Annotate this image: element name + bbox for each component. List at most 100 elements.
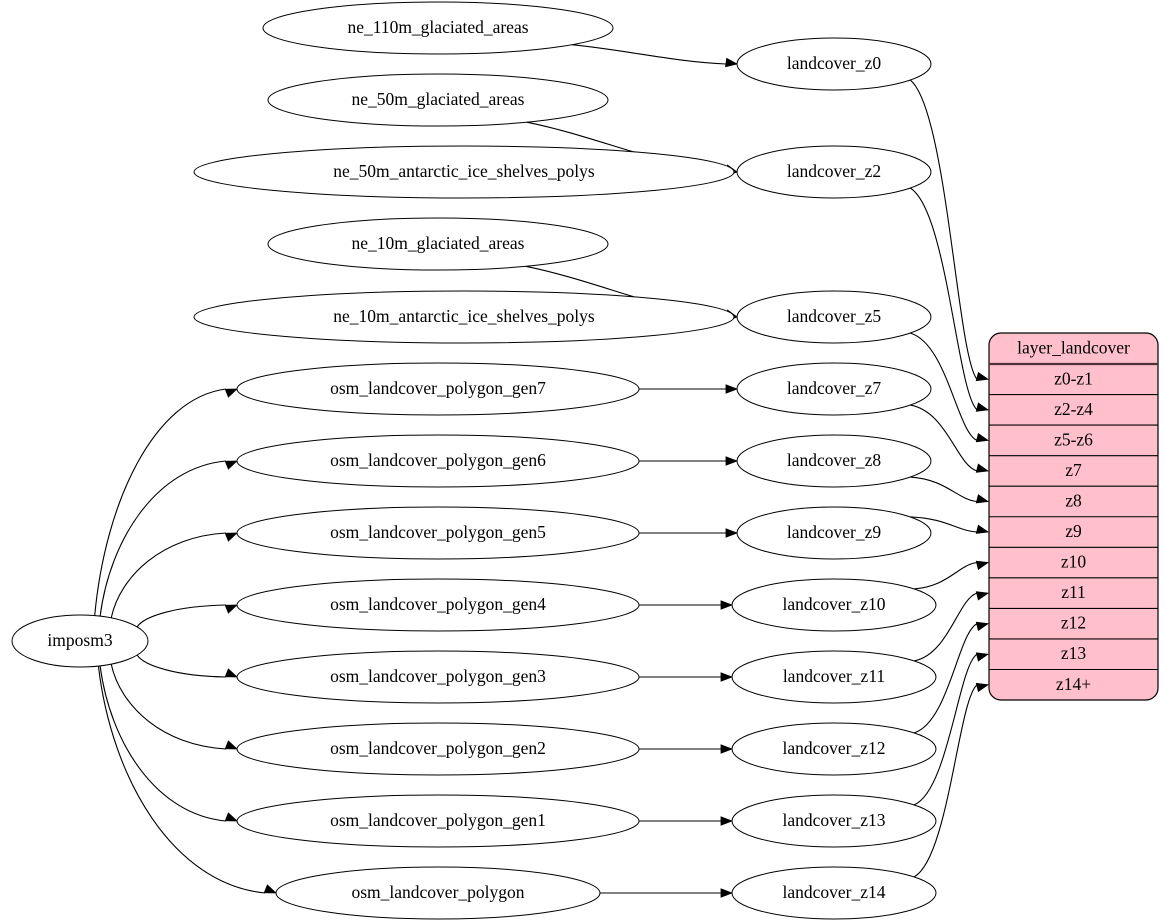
node-shape-landcover_z11 — [731, 650, 937, 704]
table-title: layer_landcover — [1017, 338, 1130, 358]
edge-arrowhead — [725, 528, 739, 538]
node-landcover_z14[interactable]: landcover_z14 — [731, 866, 937, 920]
node-osm_landcover_polygon_gen4[interactable]: osm_landcover_polygon_gen4 — [236, 578, 640, 632]
node-osm_landcover_polygon_gen7[interactable]: osm_landcover_polygon_gen7 — [236, 362, 640, 416]
node-shape-osm_landcover_polygon_gen4 — [236, 578, 640, 632]
node-label-landcover_z8: landcover_z8 — [787, 450, 882, 470]
node-osm_landcover_polygon_gen5[interactable]: osm_landcover_polygon_gen5 — [236, 506, 640, 560]
node-ne_50m_antarctic_ice_shelves_polys[interactable]: ne_50m_antarctic_ice_shelves_polys — [193, 145, 735, 199]
node-label-osm_landcover_polygon_gen3: osm_landcover_polygon_gen3 — [330, 666, 546, 686]
node-label-landcover_z10: landcover_z10 — [782, 594, 885, 614]
node-shape-ne_110m_glaciated_areas — [262, 1, 614, 55]
edge-imposm3-to-osm_landcover_polygon_gen6 — [99, 460, 227, 617]
table-row-label-row-z11[interactable]: z11 — [1061, 582, 1086, 602]
node-shape-osm_landcover_polygon_gen5 — [236, 506, 640, 560]
node-shape-imposm3 — [11, 614, 149, 668]
node-shape-landcover_z8 — [736, 434, 932, 488]
node-label-ne_50m_antarctic_ice_shelves_polys: ne_50m_antarctic_ice_shelves_polys — [333, 161, 595, 181]
edge-arrowhead — [224, 740, 239, 750]
node-label-ne_110m_glaciated_areas: ne_110m_glaciated_areas — [347, 17, 528, 37]
node-imposm3[interactable]: imposm3 — [11, 614, 149, 668]
node-label-imposm3: imposm3 — [47, 630, 112, 650]
edge-arrowhead — [720, 744, 734, 754]
node-shape-ne_50m_glaciated_areas — [267, 73, 609, 127]
table-row-label-row-z14plus[interactable]: z14+ — [1056, 674, 1091, 694]
edge-arrowhead — [725, 456, 739, 466]
edge-landcover_z0-to-row-z0-z1 — [909, 79, 978, 380]
node-shape-osm_landcover_polygon_gen6 — [236, 434, 640, 488]
node-landcover_z7[interactable]: landcover_z7 — [736, 362, 932, 416]
node-label-osm_landcover_polygon_gen5: osm_landcover_polygon_gen5 — [330, 522, 546, 542]
node-shape-landcover_z12 — [731, 722, 937, 776]
node-landcover_z2[interactable]: landcover_z2 — [736, 145, 932, 199]
node-landcover_z12[interactable]: landcover_z12 — [731, 722, 937, 776]
node-landcover_z9[interactable]: landcover_z9 — [736, 506, 932, 560]
node-shape-ne_50m_antarctic_ice_shelves_polys — [193, 145, 735, 199]
node-ne_10m_antarctic_ice_shelves_polys[interactable]: ne_10m_antarctic_ice_shelves_polys — [193, 290, 735, 344]
node-shape-ne_10m_antarctic_ice_shelves_polys — [193, 290, 735, 344]
node-label-osm_landcover_polygon: osm_landcover_polygon — [351, 882, 524, 902]
node-label-osm_landcover_polygon_gen1: osm_landcover_polygon_gen1 — [330, 810, 546, 830]
table-row-label-row-z9[interactable]: z9 — [1065, 521, 1082, 541]
node-shape-landcover_z0 — [736, 37, 932, 91]
edge-arrowhead — [975, 494, 990, 504]
edge-arrowhead — [975, 432, 990, 443]
node-osm_landcover_polygon_gen1[interactable]: osm_landcover_polygon_gen1 — [236, 794, 640, 848]
table-layer_landcover[interactable]: layer_landcover z0-z1 z2-z4 z5-z6 z7 z8 z9 z10 z… — [988, 332, 1159, 701]
node-shape-landcover_z7 — [736, 362, 932, 416]
node-landcover_z5[interactable]: landcover_z5 — [736, 290, 932, 344]
node-osm_landcover_polygon_gen3[interactable]: osm_landcover_polygon_gen3 — [236, 650, 640, 704]
node-shape-osm_landcover_polygon_gen1 — [236, 794, 640, 848]
node-shape-osm_landcover_polygon_gen3 — [236, 650, 640, 704]
table-row-label-row-z13[interactable]: z13 — [1061, 643, 1087, 663]
table-row-label-row-z12[interactable]: z12 — [1061, 613, 1086, 633]
edge-arrowhead — [975, 682, 990, 693]
node-ne_10m_glaciated_areas[interactable]: ne_10m_glaciated_areas — [267, 217, 609, 271]
node-label-ne_10m_antarctic_ice_shelves_polys: ne_10m_antarctic_ice_shelves_polys — [333, 306, 595, 326]
edge-arrowhead — [975, 463, 990, 473]
edge-arrowhead — [224, 812, 239, 822]
edge-landcover_z13-to-row-z13 — [913, 653, 978, 806]
edge-arrowhead — [224, 460, 239, 470]
edge-arrowhead — [224, 668, 239, 678]
edge-arrowhead — [975, 524, 990, 534]
edge-arrowhead — [224, 532, 239, 542]
table-row-label-row-z2-z4[interactable]: z2-z4 — [1054, 399, 1093, 419]
node-landcover_z10[interactable]: landcover_z10 — [731, 578, 937, 632]
node-osm_landcover_polygon[interactable]: osm_landcover_polygon — [275, 866, 601, 920]
edge-imposm3-to-osm_landcover_polygon_gen7 — [94, 388, 227, 616]
table-row-label-row-z10[interactable]: z10 — [1061, 552, 1087, 572]
node-shape-landcover_z14 — [731, 866, 937, 920]
node-landcover_z0[interactable]: landcover_z0 — [736, 37, 932, 91]
node-shape-landcover_z5 — [736, 290, 932, 344]
table-row-label-row-z8[interactable]: z8 — [1065, 490, 1082, 510]
table-row-label-row-z7[interactable]: z7 — [1065, 460, 1082, 480]
node-shape-landcover_z10 — [731, 578, 937, 632]
edge-arrowhead — [975, 591, 990, 601]
edge-imposm3-to-osm_landcover_polygon_gen4 — [136, 604, 227, 628]
edge-arrowhead — [720, 888, 734, 898]
node-ne_110m_glaciated_areas[interactable]: ne_110m_glaciated_areas — [262, 1, 614, 55]
edge-ne_110m_glaciated_areas-to-landcover_z0 — [571, 44, 727, 65]
edge-landcover_z7-to-row-z7 — [910, 404, 978, 472]
node-osm_landcover_polygon_gen6[interactable]: osm_landcover_polygon_gen6 — [236, 434, 640, 488]
table-row-label-row-z0-z1[interactable]: z0-z1 — [1054, 368, 1093, 388]
node-landcover_z11[interactable]: landcover_z11 — [731, 650, 937, 704]
node-shape-osm_landcover_polygon_gen2 — [236, 722, 640, 776]
node-landcover_z13[interactable]: landcover_z13 — [731, 794, 937, 848]
node-label-landcover_z11: landcover_z11 — [783, 666, 885, 686]
node-label-osm_landcover_polygon_gen4: osm_landcover_polygon_gen4 — [330, 594, 546, 614]
table-row-label-row-z5-z6[interactable]: z5-z6 — [1054, 429, 1093, 449]
node-shape-osm_landcover_polygon_gen7 — [236, 362, 640, 416]
edge-arrowhead — [725, 384, 739, 394]
node-label-osm_landcover_polygon_gen6: osm_landcover_polygon_gen6 — [330, 450, 546, 470]
node-label-landcover_z14: landcover_z14 — [782, 882, 885, 902]
node-osm_landcover_polygon_gen2[interactable]: osm_landcover_polygon_gen2 — [236, 722, 640, 776]
edge-landcover_z14-to-row-z14plus — [913, 684, 978, 878]
node-label-osm_landcover_polygon_gen2: osm_landcover_polygon_gen2 — [330, 738, 546, 758]
node-landcover_z8[interactable]: landcover_z8 — [736, 434, 932, 488]
node-label-ne_10m_glaciated_areas: ne_10m_glaciated_areas — [352, 233, 525, 253]
edge-landcover_z10-to-row-z10 — [914, 562, 978, 590]
node-ne_50m_glaciated_areas[interactable]: ne_50m_glaciated_areas — [267, 73, 609, 127]
edge-arrowhead — [975, 621, 990, 632]
